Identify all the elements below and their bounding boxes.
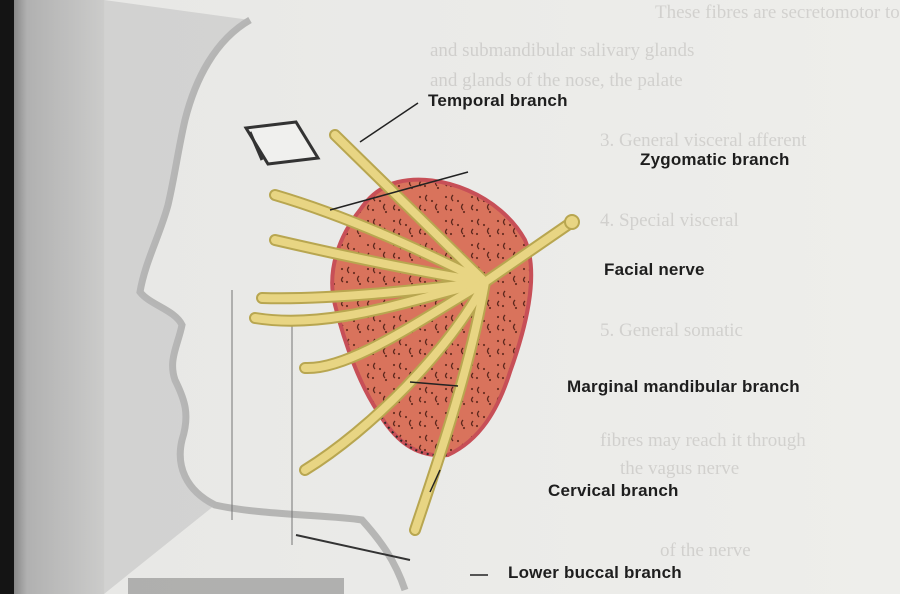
bleed-through-line: These fibres are secretomotor to (655, 2, 900, 24)
bleed-through-line: 5. General somatic (600, 320, 743, 342)
bleed-through-line: and submandibular salivary glands (430, 40, 694, 62)
left-dark-edge (0, 0, 14, 594)
bleed-through-line: fibres may reach it through (600, 430, 806, 452)
nerve-trunk-end (565, 215, 579, 229)
label-facial-nerve: Facial nerve (604, 260, 705, 280)
label-lower-buccal-branch: Lower buccal branch (508, 563, 682, 583)
label-marginal-mandibular-branch: Marginal mandibular branch (567, 377, 800, 397)
gutter-shadow (14, 0, 104, 594)
bleed-through-line: 3. General visceral afferent (600, 130, 806, 152)
bleed-through-line: and glands of the nose, the palate (430, 70, 683, 92)
label-cervical-branch: Cervical branch (548, 481, 679, 501)
label-zygomatic-branch: Zygomatic branch (640, 150, 790, 170)
bleed-through-line: 4. Special visceral (600, 210, 739, 232)
bleed-through-caption (128, 578, 344, 594)
bleed-through-line: of the nerve (660, 540, 751, 562)
bleed-through-line: the vagus nerve (620, 458, 739, 480)
label-temporal-branch: Temporal branch (428, 91, 568, 111)
